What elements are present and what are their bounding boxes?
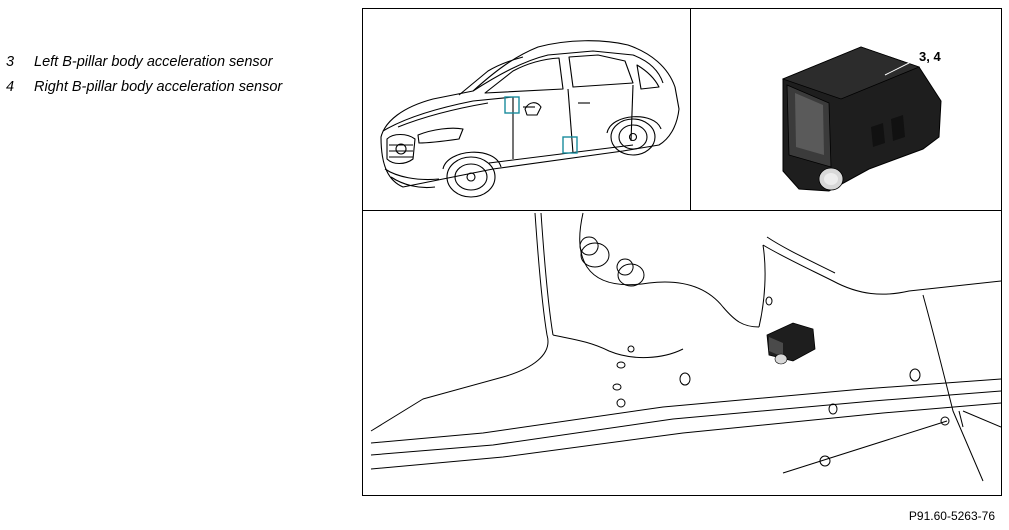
sensor-closeup-panel: 3, 4 (691, 9, 1001, 211)
legend-item: 4 Right B-pillar body acceleration sensor (6, 75, 282, 100)
car-overview-panel (363, 9, 691, 211)
part-callout-label: 3, 4 (919, 49, 941, 64)
legend-text: Left B-pillar body acceleration sensor (34, 54, 273, 70)
b-pillar-drawing (370, 212, 1001, 482)
legend-number: 3 (6, 54, 15, 70)
legend-text: Right B-pillar body acceleration sensor (34, 79, 283, 95)
sensor-marker-lower (562, 136, 578, 154)
figure-reference: P91.60-5263-76 (908, 509, 995, 523)
sensor-marker-upper (504, 96, 520, 114)
installed-sensor (766, 322, 816, 365)
illustration-frame: 3, 4 (362, 8, 1002, 496)
legend-number: 4 (6, 79, 15, 95)
car-drawing (380, 40, 680, 198)
sensor-drawing (781, 46, 942, 192)
body-structure-panel (363, 211, 1001, 495)
legend-item: 3 Left B-pillar body acceleration sensor (6, 50, 282, 75)
